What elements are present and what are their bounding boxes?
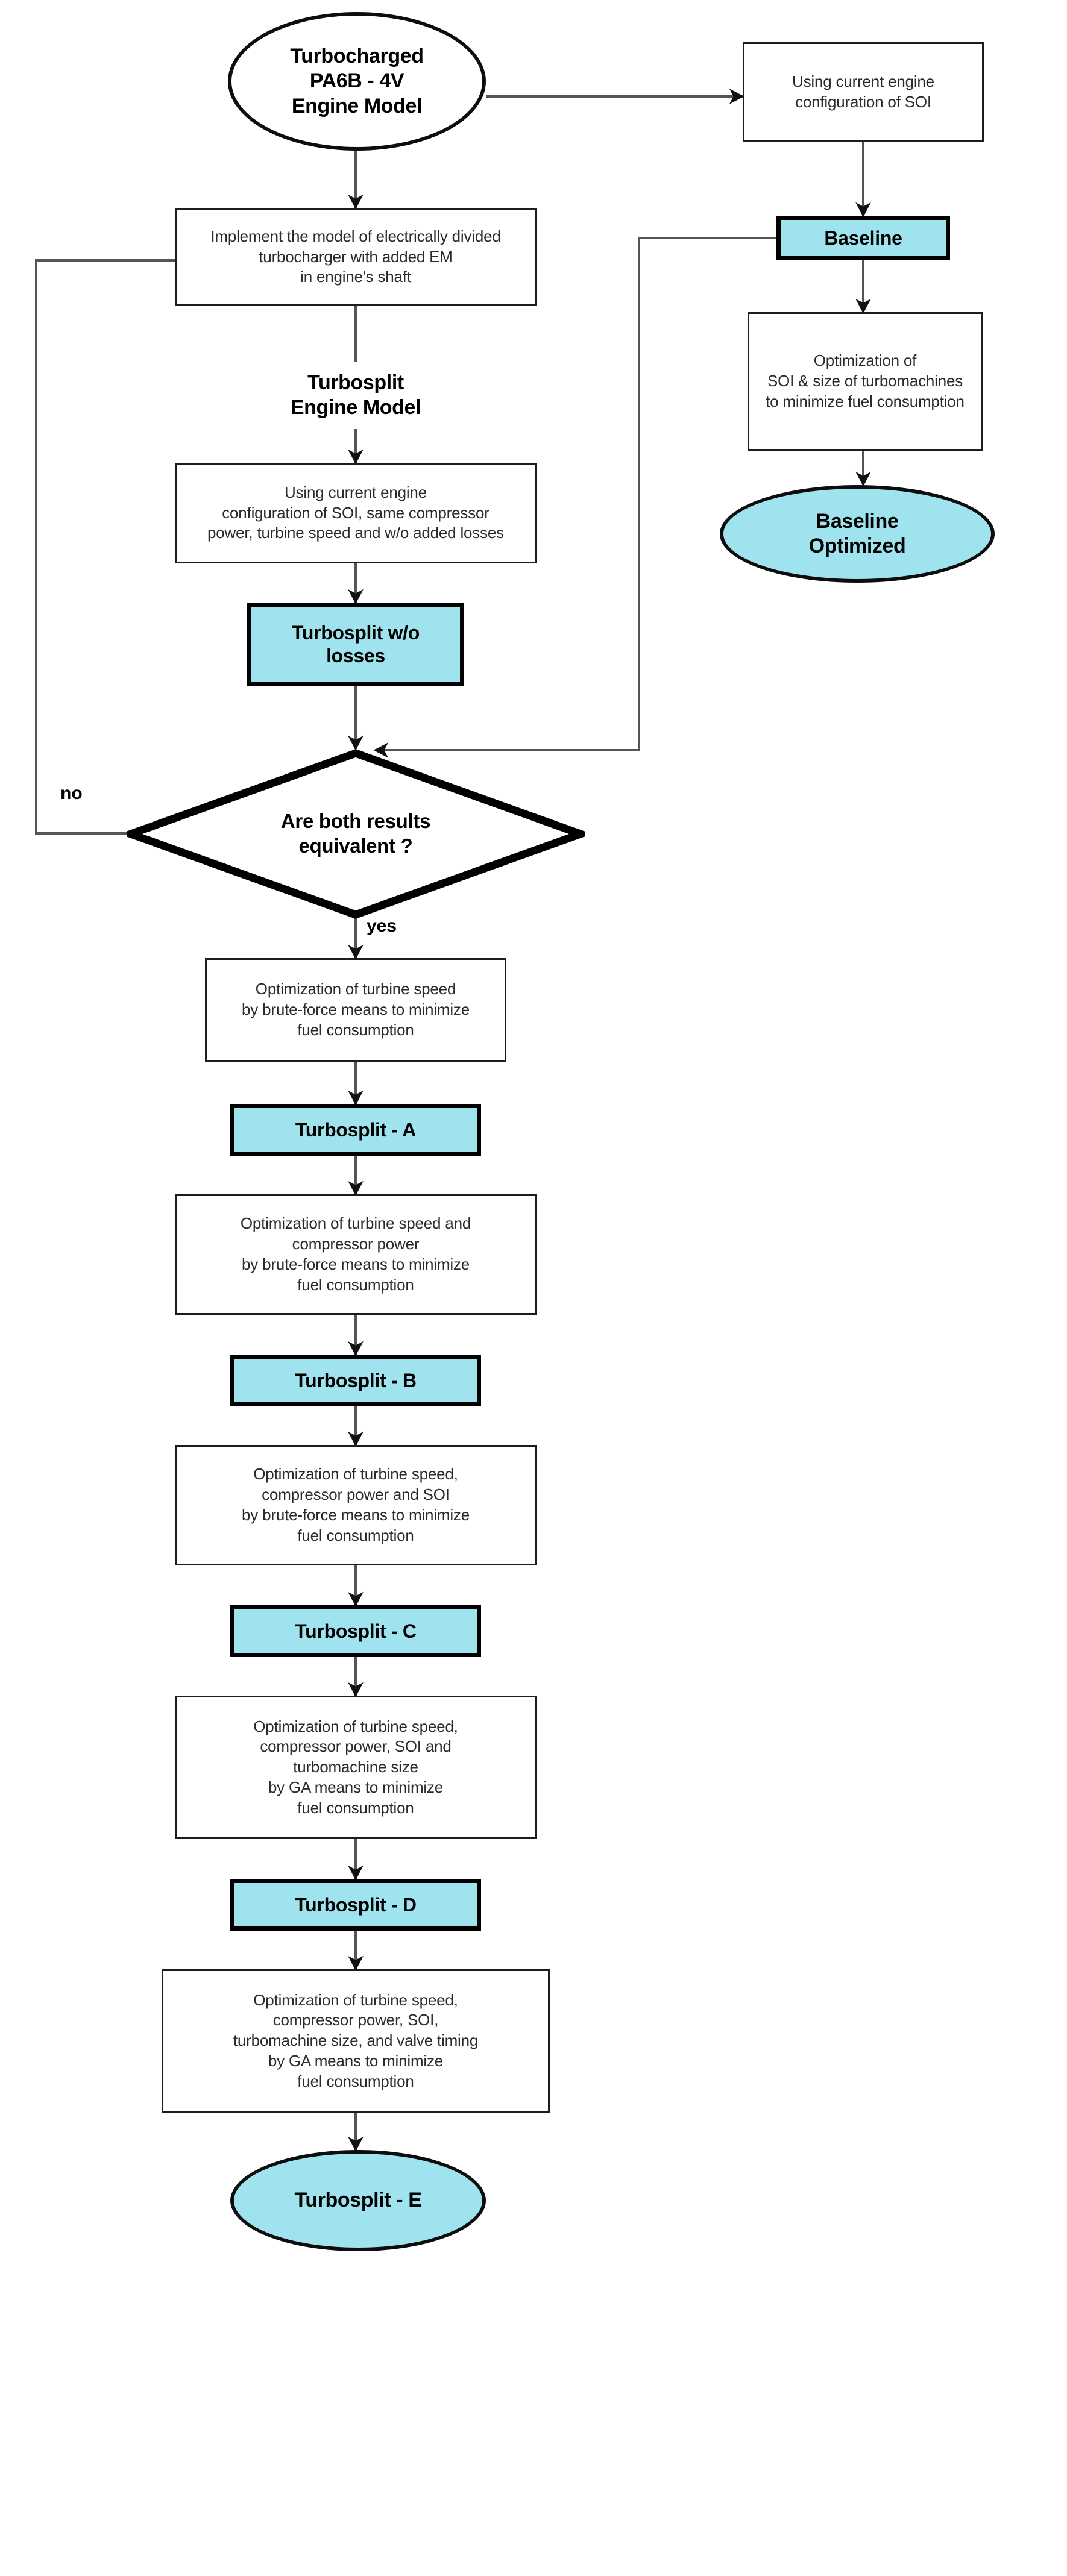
node-turbosplit-wo-losses-label: Turbosplit w/o losses (291, 621, 420, 666)
node-turbosplit-config-label: Using current engine configuration of SO… (207, 483, 504, 542)
node-baseline-config-label: Using current engine configuration of SO… (792, 72, 934, 111)
node-decision-equivalent-label: Are both results equivalent ? (280, 810, 431, 857)
node-optimization-c-label: Optimization of turbine speed, compresso… (242, 1465, 470, 1544)
node-result-turbosplit-d[interactable]: Turbosplit - D (230, 1879, 481, 1931)
node-baseline-result-label: Baseline (824, 227, 902, 249)
node-turbosplit-config[interactable]: Using current engine configuration of SO… (175, 463, 537, 563)
node-start-engine-model-label: Turbocharged PA6B - 4V Engine Model (290, 44, 424, 118)
node-baseline-optimized[interactable]: Baseline Optimized (720, 485, 995, 583)
node-result-turbosplit-d-label: Turbosplit - D (295, 1893, 417, 1916)
edge-label-no: no (60, 783, 83, 803)
node-optimization-b-label: Optimization of turbine speed and compre… (240, 1214, 471, 1294)
node-baseline-config[interactable]: Using current engine configuration of SO… (743, 42, 984, 142)
node-result-turbosplit-b-label: Turbosplit - B (295, 1369, 417, 1391)
node-result-turbosplit-c-label: Turbosplit - C (295, 1620, 417, 1642)
node-optimization-c[interactable]: Optimization of turbine speed, compresso… (175, 1445, 537, 1565)
node-result-turbosplit-b[interactable]: Turbosplit - B (230, 1355, 481, 1406)
node-optimization-a-label: Optimization of turbine speed by brute-f… (242, 980, 470, 1039)
node-optimization-d-label: Optimization of turbine speed, compresso… (253, 1717, 458, 1817)
node-optimization-d[interactable]: Optimization of turbine speed, compresso… (175, 1696, 537, 1839)
node-optimization-e[interactable]: Optimization of turbine speed, compresso… (162, 1969, 550, 2113)
node-result-turbosplit-e-label: Turbosplit - E (294, 2189, 422, 2212)
node-result-turbosplit-a[interactable]: Turbosplit - A (230, 1104, 481, 1156)
label-turbosplit-engine-model-text: Turbosplit Engine Model (290, 371, 421, 419)
label-turbosplit-engine-model: Turbosplit Engine Model (199, 360, 512, 430)
node-baseline-result[interactable]: Baseline (776, 216, 950, 260)
node-turbosplit-wo-losses[interactable]: Turbosplit w/o losses (247, 603, 464, 686)
node-optimization-e-label: Optimization of turbine speed, compresso… (233, 1990, 479, 2090)
node-optimization-b[interactable]: Optimization of turbine speed and compre… (175, 1194, 537, 1315)
node-result-turbosplit-a-label: Turbosplit - A (295, 1118, 417, 1141)
node-implement-model[interactable]: Implement the model of electrically divi… (175, 208, 537, 306)
node-baseline-optimized-label: Baseline Optimized (808, 509, 906, 557)
node-result-turbosplit-c[interactable]: Turbosplit - C (230, 1605, 481, 1657)
node-optimization-a[interactable]: Optimization of turbine speed by brute-f… (205, 958, 506, 1062)
node-decision-equivalent[interactable]: Are both results equivalent ? (127, 749, 585, 919)
node-implement-model-label: Implement the model of electrically divi… (210, 227, 501, 286)
edge-label-yes: yes (367, 916, 397, 936)
node-start-engine-model[interactable]: Turbocharged PA6B - 4V Engine Model (228, 12, 486, 151)
node-result-turbosplit-e[interactable]: Turbosplit - E (230, 2150, 486, 2251)
node-baseline-optimization-label: Optimization of SOI & size of turbomachi… (766, 351, 965, 410)
node-baseline-optimization[interactable]: Optimization of SOI & size of turbomachi… (748, 312, 983, 451)
